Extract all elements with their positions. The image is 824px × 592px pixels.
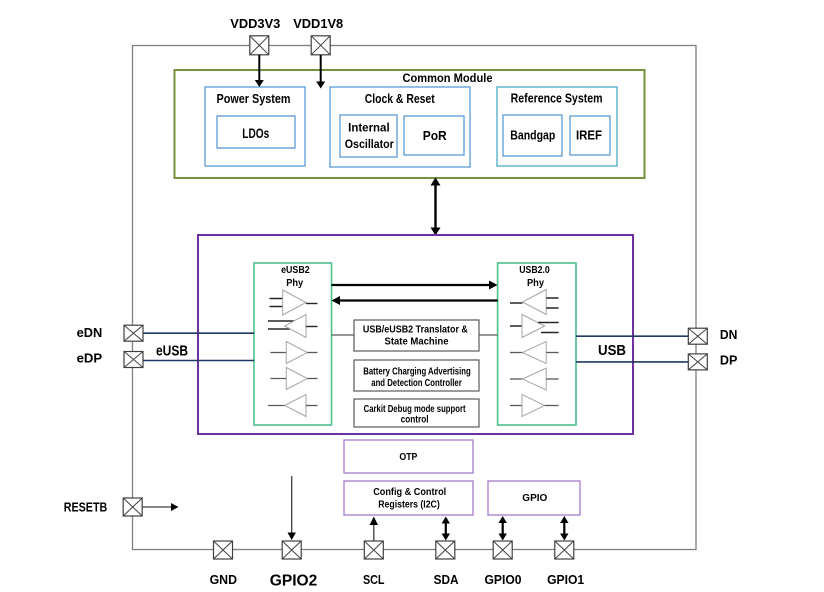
svg-text:eUSB: eUSB [156, 343, 188, 359]
svg-text:Common Module: Common Module [403, 71, 493, 85]
svg-text:control: control [401, 414, 429, 425]
svg-text:IREF: IREF [576, 128, 602, 143]
svg-text:GPIO: GPIO [522, 493, 547, 504]
svg-text:Registers (I2C): Registers (I2C) [378, 500, 440, 511]
svg-text:USB/eUSB2 Translator &: USB/eUSB2 Translator & [363, 325, 468, 336]
svg-text:DP: DP [720, 354, 738, 368]
svg-text:SDA: SDA [434, 573, 459, 587]
svg-text:Battery Charging Advertising: Battery Charging Advertising [363, 367, 471, 378]
svg-text:Phy: Phy [527, 278, 544, 289]
svg-text:PoR: PoR [423, 128, 448, 143]
svg-text:State Machine: State Machine [385, 337, 449, 348]
svg-text:GPIO0: GPIO0 [485, 573, 522, 587]
svg-text:Clock & Reset: Clock & Reset [365, 91, 436, 106]
svg-text:eDN: eDN [77, 326, 103, 340]
svg-text:Phy: Phy [286, 278, 303, 289]
svg-text:Bandgap: Bandgap [510, 128, 555, 143]
svg-text:VDD3V3: VDD3V3 [230, 16, 280, 31]
svg-text:DN: DN [720, 328, 738, 342]
svg-text:VDD1V8: VDD1V8 [293, 16, 343, 31]
svg-text:GND: GND [210, 573, 237, 587]
svg-text:eDP: eDP [77, 352, 103, 366]
svg-text:Internal: Internal [348, 121, 390, 135]
svg-text:GPIO1: GPIO1 [547, 573, 584, 587]
svg-text:OTP: OTP [399, 452, 417, 463]
svg-text:Oscillator: Oscillator [345, 137, 394, 151]
svg-text:Config & Control: Config & Control [373, 487, 446, 498]
svg-text:RESETB: RESETB [64, 501, 108, 515]
svg-text:GPIO2: GPIO2 [270, 572, 318, 589]
svg-text:Carkit Debug mode support: Carkit Debug mode support [364, 404, 467, 415]
svg-text:LDOs: LDOs [242, 126, 269, 141]
svg-text:Reference System: Reference System [511, 91, 603, 106]
svg-text:and Detection Controller: and Detection Controller [371, 378, 462, 389]
svg-text:USB2.0: USB2.0 [519, 265, 550, 276]
svg-text:SCL: SCL [363, 573, 385, 587]
svg-text:USB: USB [598, 343, 626, 359]
svg-text:eUSB2: eUSB2 [281, 265, 310, 276]
svg-text:Power System: Power System [217, 91, 291, 106]
